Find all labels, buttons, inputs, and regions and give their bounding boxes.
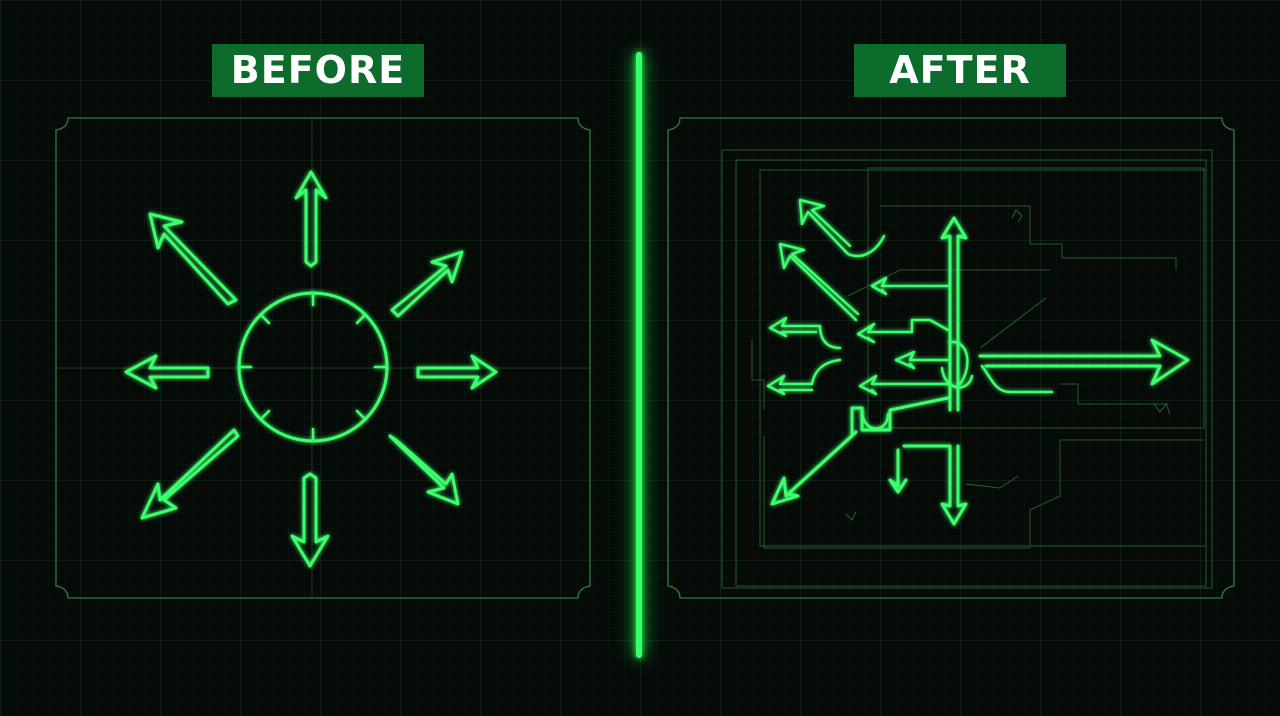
arrow-left-5-icon	[768, 316, 842, 350]
arrow-up-right-icon	[390, 250, 464, 318]
arrow-up-left-1-icon	[798, 198, 886, 258]
curl-1	[860, 408, 890, 430]
arrow-down-icon	[290, 472, 330, 568]
arrow-right-icon	[416, 354, 498, 390]
arrow-left-2-icon	[856, 318, 950, 344]
center-divider	[636, 52, 642, 658]
arrow-up-center-icon	[940, 216, 968, 412]
arrow-left-icon	[124, 354, 210, 390]
arrow-down-left-icon	[140, 428, 240, 520]
before-frame	[55, 117, 591, 599]
right-curl	[980, 364, 1054, 394]
before-label: BEFORE	[212, 44, 424, 97]
arrow-down-left-long-icon	[770, 396, 950, 506]
arrow-up-left-icon	[148, 212, 238, 306]
arrow-left-1-icon	[870, 276, 950, 296]
arrow-left-3-icon	[894, 350, 950, 370]
central-circle	[237, 291, 389, 443]
after-label: AFTER	[854, 44, 1066, 97]
after-frame	[667, 117, 1235, 599]
arrow-left-4-icon	[858, 374, 950, 396]
arrow-up-left-2-icon	[778, 242, 860, 322]
arrow-up-icon	[294, 170, 328, 268]
before-panel	[55, 117, 591, 599]
arrow-down-center-icon	[902, 444, 968, 526]
center-loop	[940, 340, 974, 389]
main-arrow-right-icon	[978, 338, 1190, 386]
after-panel	[667, 117, 1235, 599]
arrow-down-right-icon	[388, 434, 460, 506]
arrow-left-6-icon	[766, 358, 842, 396]
arrow-down-small-icon	[888, 448, 908, 494]
